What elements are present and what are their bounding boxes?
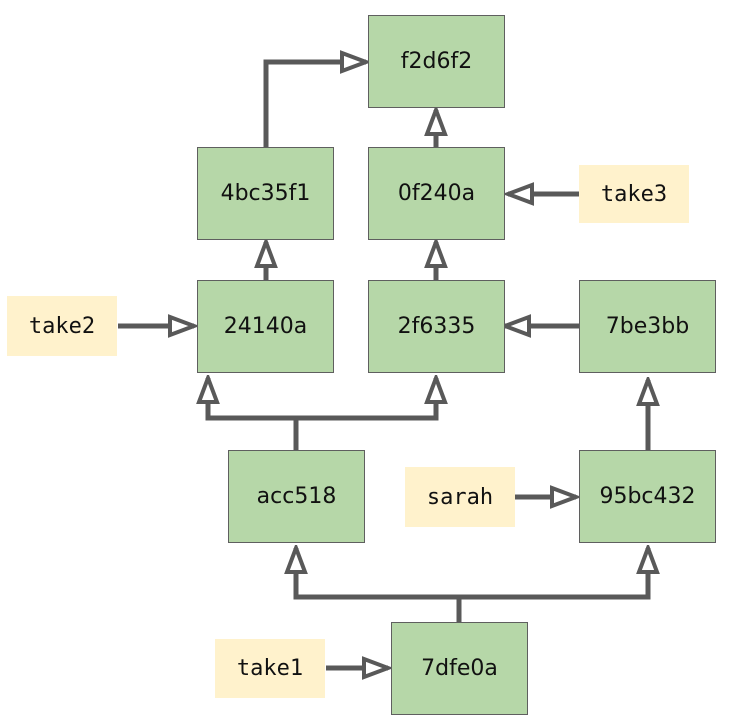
edge-acc518-to-24140a: [208, 378, 299, 462]
commit-node-7be3bb: 7be3bb: [579, 280, 716, 373]
commit-node-f2d6f2: f2d6f2: [368, 15, 505, 108]
commit-node-7dfe0a: 7dfe0a: [391, 622, 528, 715]
ref-label-take1: take1: [215, 639, 325, 698]
ref-label-sarah: sarah: [405, 467, 515, 527]
edge-acc518-to-2f6335: [296, 378, 436, 421]
commit-node-4bc35f1: 4bc35f1: [197, 147, 334, 240]
edge-7dfe0a-to-95bc432: [459, 548, 648, 600]
commit-node-2f6335: 2f6335: [368, 280, 505, 373]
commit-node-24140a: 24140a: [197, 280, 334, 373]
edge-7dfe0a-to-acc518: [296, 548, 462, 622]
ref-label-take2: take2: [7, 296, 117, 356]
commit-node-0f240a: 0f240a: [368, 147, 505, 240]
ref-label-take3: take3: [579, 165, 689, 223]
edge-4bc35f1-to-f2d6f2: [263, 62, 366, 147]
commit-node-95bc432: 95bc432: [579, 450, 716, 543]
commit-node-acc518: acc518: [228, 450, 365, 543]
